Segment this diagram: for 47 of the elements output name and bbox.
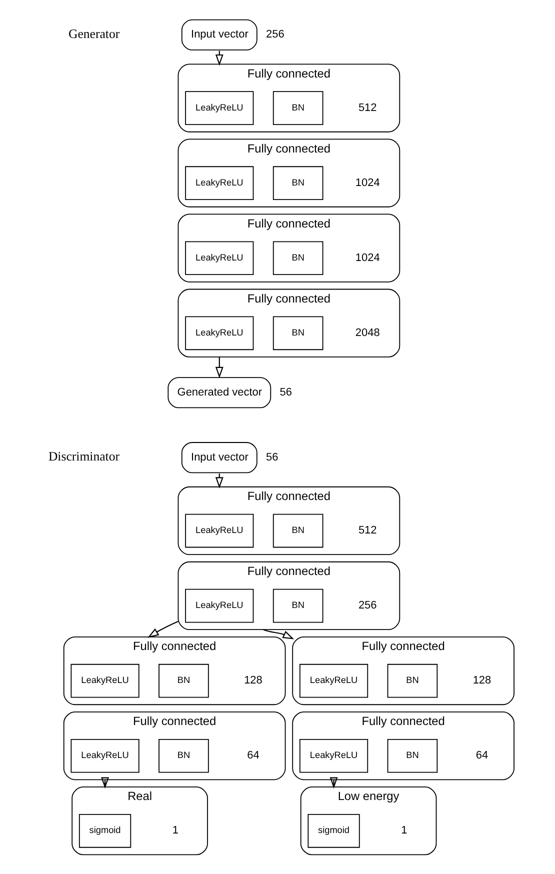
node-box: LeakyReLU <box>185 91 254 125</box>
arrow <box>215 356 224 378</box>
node-box: BN <box>158 738 209 773</box>
node-box: LeakyReLU <box>299 738 368 773</box>
node-box: BN <box>158 664 209 698</box>
node-box: sigmoid <box>78 814 132 848</box>
label: Discriminator <box>48 450 120 464</box>
node-label: 64 <box>476 750 488 762</box>
node-box: LeakyReLU <box>185 588 254 623</box>
node-box: LeakyReLU <box>299 664 368 698</box>
arrow <box>101 777 109 789</box>
node-box: BN <box>272 166 324 200</box>
arrow <box>330 777 338 789</box>
node-box: LeakyReLU <box>185 166 254 200</box>
node-box: sigmoid <box>308 814 360 848</box>
arrow <box>263 629 294 640</box>
node-label: 1 <box>401 824 408 837</box>
node-label: 1024 <box>355 176 380 189</box>
node-box: BN <box>272 316 324 350</box>
node-box: BN <box>272 514 324 548</box>
node-label: 1 <box>172 824 179 837</box>
node-box: BN <box>272 241 324 276</box>
node-label: 512 <box>358 524 377 537</box>
node-label: 128 <box>472 674 492 687</box>
node-box: BN <box>272 588 324 623</box>
node-box: BN <box>272 91 324 125</box>
node-box: LeakyReLU <box>70 664 140 698</box>
node-label: 512 <box>358 102 377 114</box>
node-label: 64 <box>247 750 260 762</box>
arrow <box>148 620 178 638</box>
node-box: Input vector <box>181 19 258 50</box>
node-label: 56 <box>280 386 292 398</box>
node-box: LeakyReLU <box>185 514 254 548</box>
node-label: 128 <box>244 674 262 687</box>
node-label: 256 <box>266 28 284 41</box>
node-box: BN <box>387 664 438 698</box>
node-box: LeakyReLU <box>185 241 254 276</box>
node-label: 1024 <box>355 252 380 264</box>
node-box: Input vector <box>181 442 258 474</box>
node-label: 56 <box>266 451 278 464</box>
label: Generator <box>68 26 120 41</box>
node-box: LeakyReLU <box>70 738 140 773</box>
node-box: LeakyReLU <box>185 316 254 350</box>
node-box: BN <box>387 738 438 773</box>
node-box: Generated vector <box>168 377 272 408</box>
node-label: 256 <box>358 600 377 612</box>
node-label: 2048 <box>355 326 380 339</box>
